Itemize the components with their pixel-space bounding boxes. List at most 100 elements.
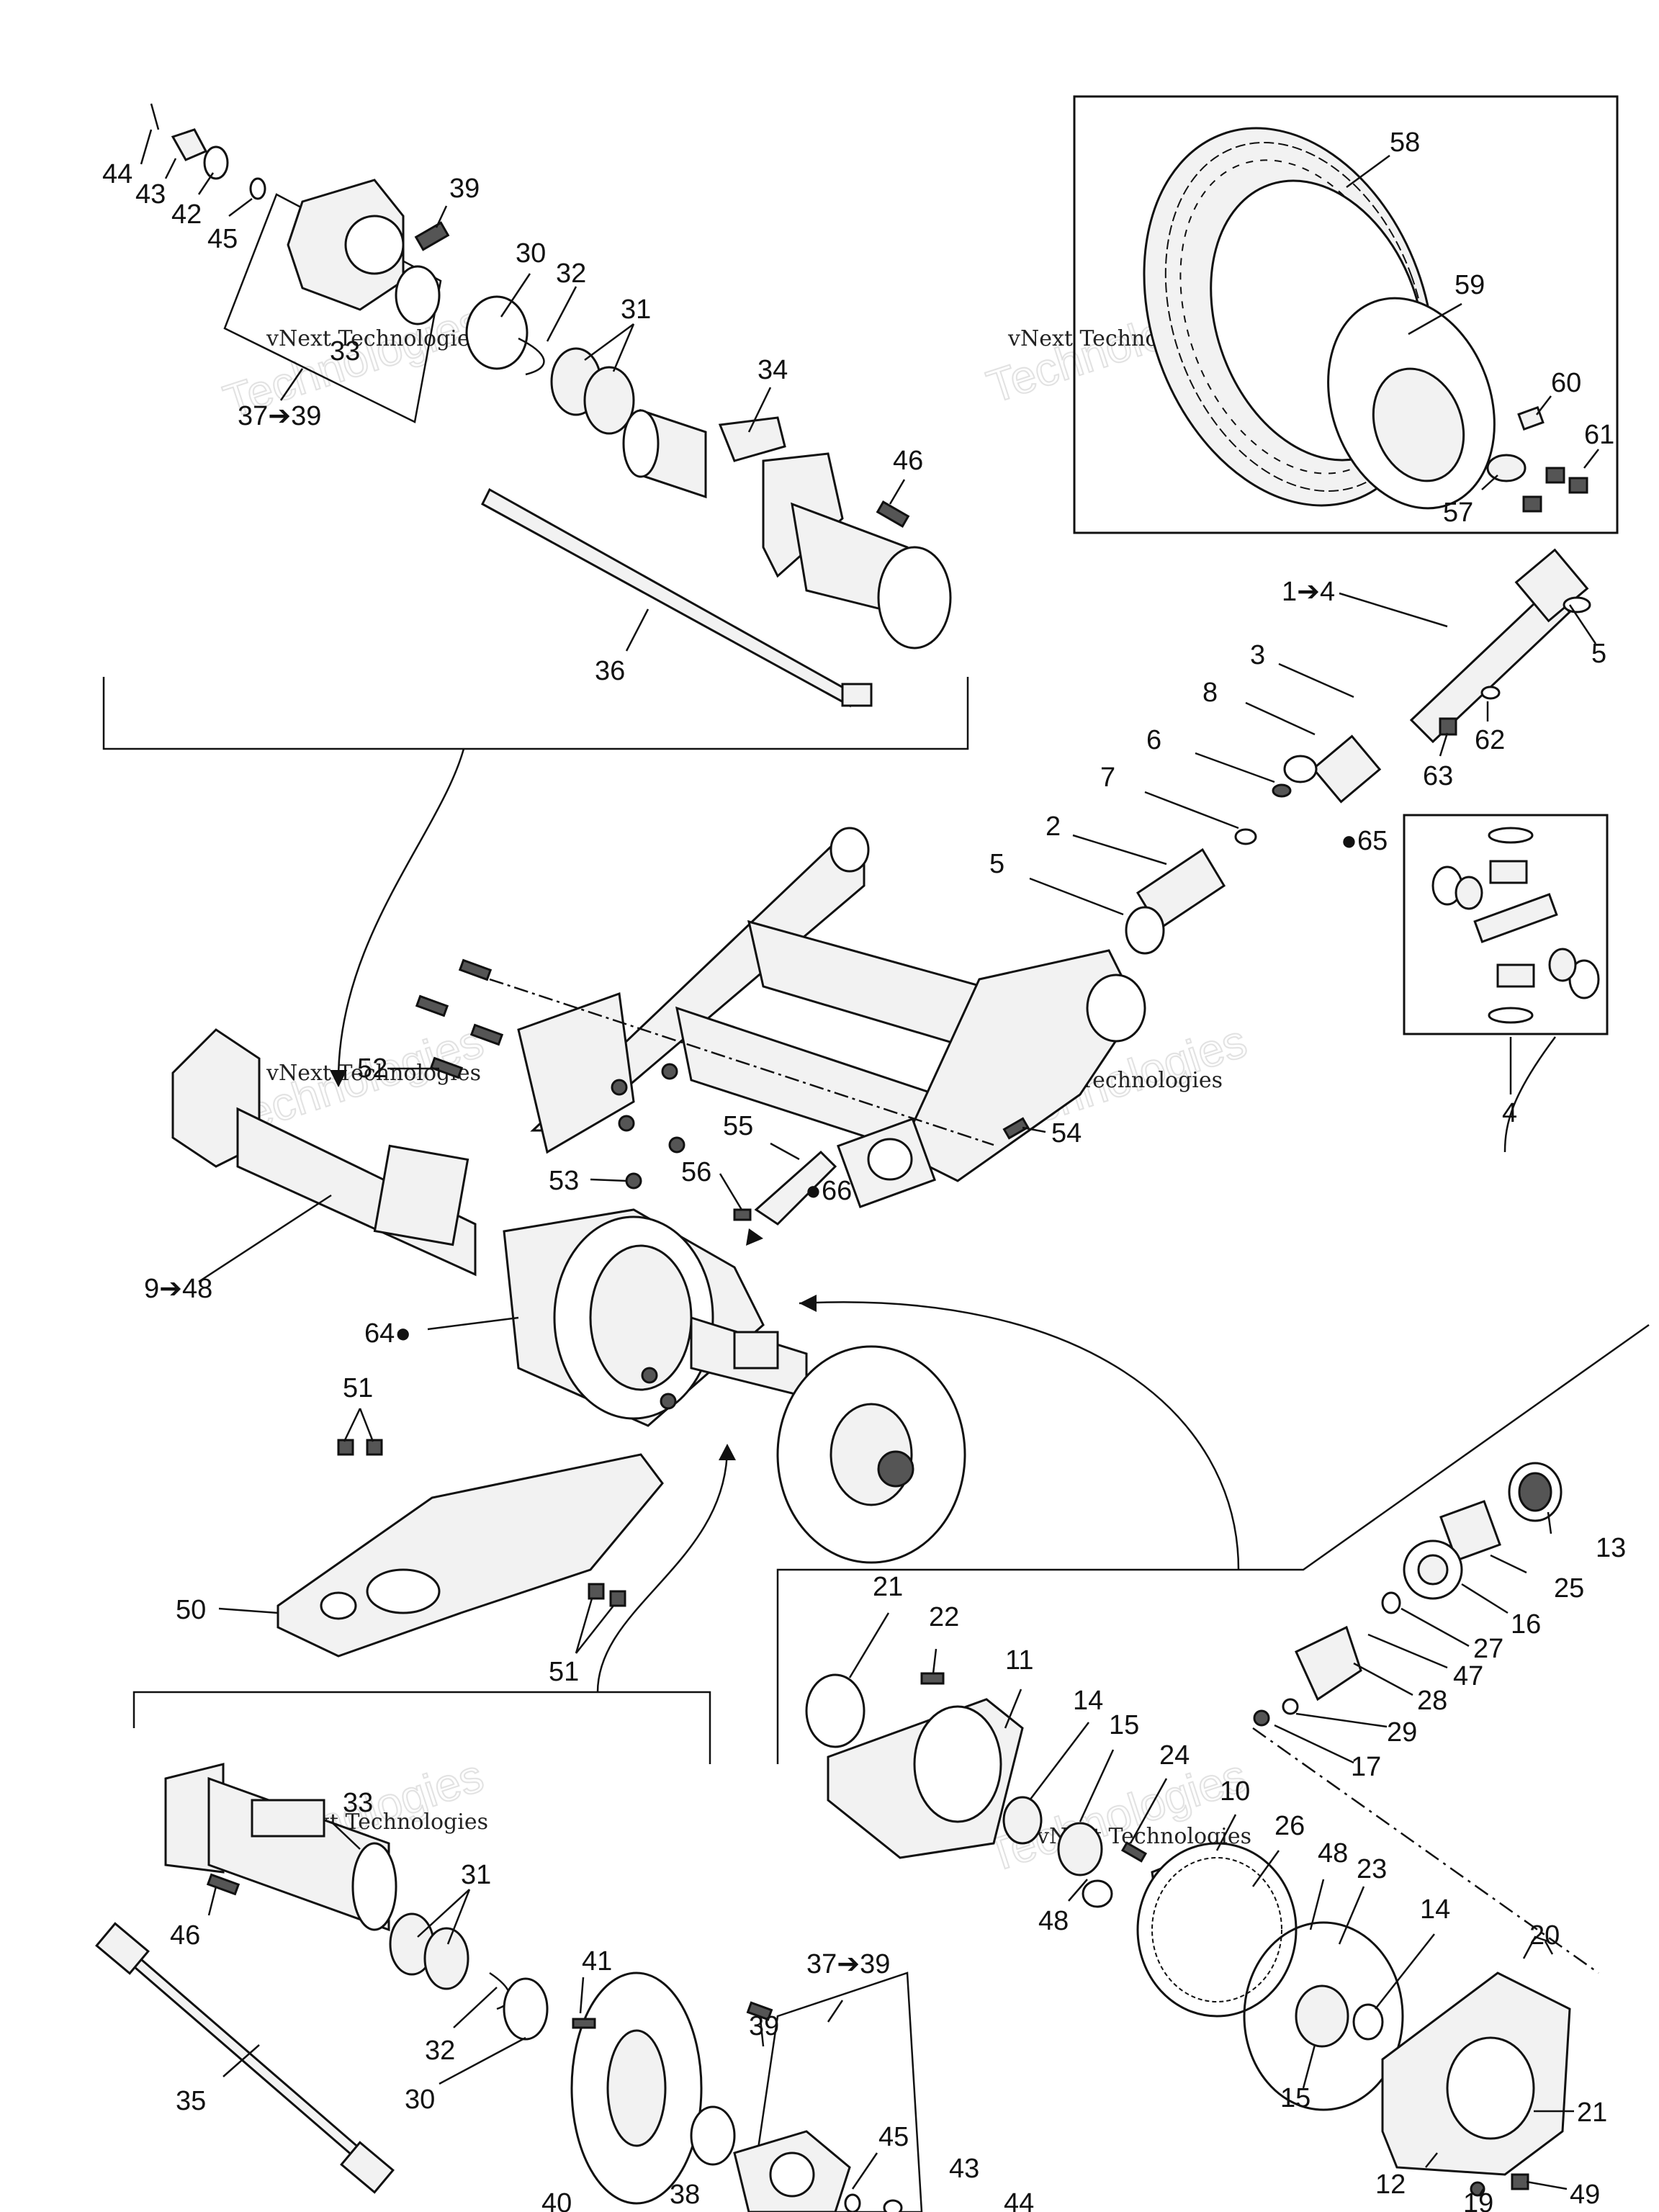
label-41: 41	[582, 1946, 612, 1977]
label-12: 12	[1375, 2170, 1406, 2200]
lower-right-bracket	[776, 1323, 1650, 1764]
label-35: 35	[176, 2086, 206, 2116]
label-6: 6	[1146, 725, 1161, 755]
label-60: 60	[1551, 368, 1581, 398]
label-39: 39	[449, 174, 480, 204]
boot-and-fitting	[733, 1150, 837, 1226]
label-20: 20	[1529, 1920, 1560, 1951]
u-joint-frame	[1403, 814, 1609, 1035]
label-52: 52	[357, 1053, 387, 1084]
label-10: 10	[1220, 1776, 1250, 1807]
ring-gear	[1136, 1842, 1298, 2018]
label-37-39b: 37➔39	[806, 1949, 890, 1979]
label-30b: 30	[405, 2085, 435, 2115]
lower-axle-assembly	[95, 1763, 903, 2212]
part-labels: 44 43 42 45 39 33 30 32 31 3 4 46 36 37➔3…	[102, 127, 1626, 2212]
label-63: 63	[1423, 761, 1453, 791]
label-5: 5	[1591, 639, 1606, 669]
label-51b: 51	[549, 1657, 579, 1687]
wheel-frame	[1073, 95, 1619, 534]
arrowhead	[330, 1070, 347, 1087]
arrowhead	[719, 1444, 736, 1460]
label-24: 24	[1159, 1740, 1190, 1771]
label-7: 7	[1100, 763, 1115, 793]
label-15b: 15	[1280, 2083, 1310, 2113]
label-48: 48	[1318, 1838, 1348, 1869]
label-62: 62	[1475, 725, 1505, 755]
label-43: 43	[135, 179, 166, 210]
label-30: 30	[516, 238, 546, 269]
connector-curve	[337, 748, 465, 1081]
label-42: 42	[171, 199, 202, 230]
label-14: 14	[1073, 1686, 1103, 1716]
label-37-39: 37➔39	[238, 401, 321, 431]
label-61: 61	[1584, 420, 1614, 450]
label-65: ●65	[1341, 826, 1388, 856]
label-39b: 39	[749, 2011, 779, 2041]
upper-hub-assembly	[150, 103, 952, 708]
label-25: 25	[1554, 1573, 1584, 1604]
label-8: 8	[1202, 678, 1218, 708]
label-33: 33	[330, 336, 360, 367]
label-59: 59	[1455, 270, 1485, 300]
label-16: 16	[1511, 1609, 1541, 1640]
label-54: 54	[1051, 1118, 1082, 1148]
label-22: 22	[929, 1602, 959, 1632]
label-31: 31	[621, 295, 651, 325]
label-45: 45	[207, 224, 238, 254]
label-45b: 45	[878, 2122, 909, 2152]
watermark-text: vNext Technologies	[266, 326, 481, 351]
gasket-23	[1243, 1921, 1404, 2111]
label-36: 36	[595, 656, 625, 686]
label-57: 57	[1443, 498, 1473, 528]
axle-housing	[171, 1028, 966, 1564]
hub-cap-57	[1486, 454, 1527, 482]
label-2: 2	[1046, 811, 1061, 842]
label-38: 38	[670, 2180, 700, 2210]
connector-curve	[596, 1447, 729, 1693]
label-27: 27	[1473, 1634, 1503, 1664]
upper-left-bracket	[102, 677, 969, 750]
label-23: 23	[1357, 1854, 1387, 1884]
label-44b: 44	[1004, 2188, 1034, 2212]
label-44: 44	[102, 159, 132, 189]
label-43b: 43	[949, 2154, 979, 2184]
label-13: 13	[1596, 1533, 1626, 1563]
leader-lines	[140, 129, 1599, 2197]
label-31b: 31	[461, 1860, 491, 1890]
label-26: 26	[1274, 1811, 1305, 1841]
label-32: 32	[556, 258, 586, 289]
label-55: 55	[723, 1111, 753, 1141]
label-9-48: 9➔48	[144, 1274, 212, 1304]
label-17: 17	[1351, 1752, 1381, 1782]
label-14b: 14	[1420, 1894, 1450, 1925]
differential-parts	[805, 1462, 1599, 2197]
label-47: 47	[1453, 1661, 1483, 1691]
label-64: 64●	[364, 1318, 411, 1349]
label-11: 11	[1005, 1645, 1033, 1676]
label-15: 15	[1109, 1710, 1139, 1740]
lower-left-bracket	[132, 1691, 711, 1764]
label-1-4: 1➔4	[1282, 577, 1335, 607]
label-5b: 5	[989, 849, 1004, 879]
label-48b: 48	[1038, 1906, 1069, 1936]
swing-arm	[415, 827, 1146, 1209]
label-56: 56	[681, 1157, 711, 1187]
label-51: 51	[343, 1373, 373, 1403]
label-29: 29	[1387, 1717, 1417, 1748]
label-19: 19	[1463, 2188, 1493, 2212]
arrowhead	[799, 1295, 817, 1312]
label-3: 3	[1250, 640, 1265, 670]
tire-and-rim	[1143, 127, 1588, 513]
label-4: 4	[1502, 1098, 1517, 1128]
connector-curve	[799, 1301, 1240, 1570]
drive-shaft-assembly	[1125, 548, 1600, 1024]
label-66: ●66	[805, 1176, 852, 1206]
label-46b: 46	[170, 1920, 200, 1951]
label-49: 49	[1570, 2180, 1600, 2210]
label-53: 53	[549, 1166, 579, 1196]
label-46: 46	[893, 446, 923, 476]
label-40: 40	[541, 2188, 572, 2212]
label-58: 58	[1390, 127, 1420, 158]
